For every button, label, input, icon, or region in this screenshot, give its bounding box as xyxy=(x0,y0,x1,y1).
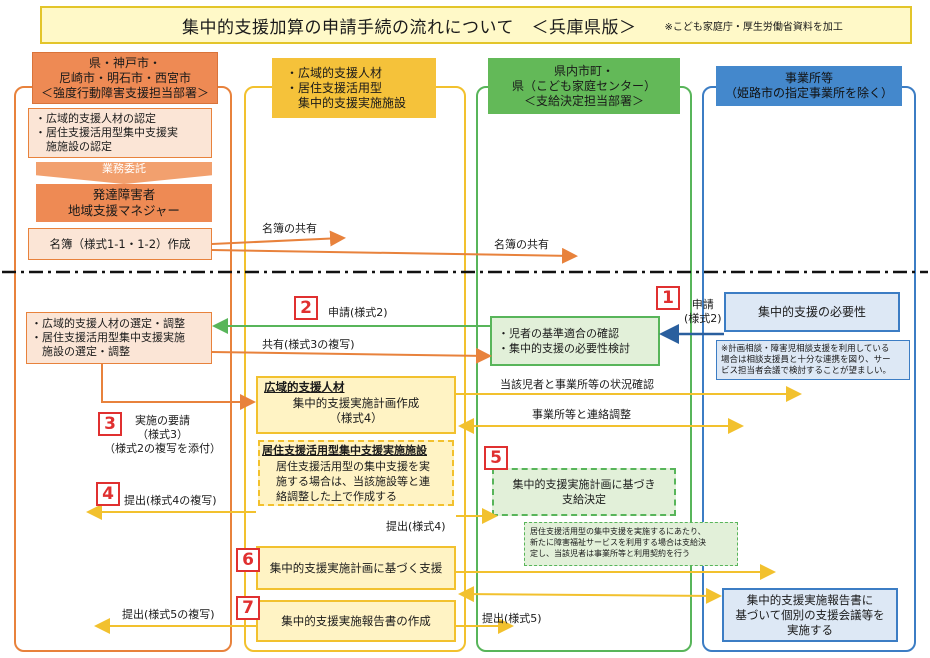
submit4copy-label: 提出(様式4の複写) xyxy=(124,494,217,507)
select-box: ・広域的支援人材の選定・調整 ・居住支援活用型集中支援実施 施設の選定・調整 xyxy=(26,312,212,364)
step-7-badge: 7 xyxy=(236,596,260,620)
lane-prefecture-header: 県・神戸市・ 尼崎市・明石市・西宮市 ＜強度行動障害支援担当部署＞ xyxy=(32,52,218,104)
step-1-badge: 1 xyxy=(656,286,680,310)
share-arrow-staff xyxy=(211,230,346,247)
submit4-label: 提出(様式4) xyxy=(386,520,446,533)
confirm-label: 当該児者と事業所等の状況確認 xyxy=(500,378,654,391)
request-label: 実施の要請 （様式3） （様式2の複写を添付） xyxy=(104,414,221,455)
outsource-label: 業務委託 xyxy=(102,161,146,175)
plan-body: 集中的支援実施計画作成 （様式4） xyxy=(292,396,420,425)
title-note: ※こども家庭庁・厚生労働省資料を加工 xyxy=(664,21,843,33)
lane-office-header: 事業所等 （姫路市の指定事業所を除く） xyxy=(716,66,902,106)
share2-label: 名簿の共有 xyxy=(494,238,549,251)
plan-box xyxy=(256,376,456,434)
diagram-title-box: 集中的支援加算の申請手続の流れについて ＜兵庫県版＞ ※こども家庭庁・厚生労働省… xyxy=(40,6,912,44)
decision-box: 集中的支援実施計画に基づき 支給決定 xyxy=(492,468,676,516)
request-arrow xyxy=(101,364,256,410)
need-box: 集中的支援の必要性 xyxy=(724,292,900,332)
report-box: 集中的支援実施報告書の作成 xyxy=(256,600,456,642)
manager-box: 発達障害者 地域支援マネジャー xyxy=(36,184,212,222)
share3-label: 共有(様式3の複写) xyxy=(262,338,355,351)
share1-label: 名簿の共有 xyxy=(262,222,317,235)
need-note: ※計画相談・障害児相談支援を利用している 場合は相談支援員と十分な連携を図り、サ… xyxy=(716,340,910,380)
share-arrow-municipality xyxy=(211,247,578,264)
facility-title: 居住支援活用型集中支援実施施設 xyxy=(262,444,427,457)
plan-title: 広域的支援人材 xyxy=(264,380,345,394)
check-box: ・児者の基準適合の確認 ・集中的支援の必要性検討 xyxy=(490,316,660,366)
step-2-badge: 2 xyxy=(294,296,318,320)
coordinate-label: 事業所等と連絡調整 xyxy=(532,408,631,421)
step-6-badge: 6 xyxy=(236,548,260,572)
support-meeting-arrow xyxy=(458,586,722,604)
roster-box: 名簿（様式1-1・1-2）作成 xyxy=(28,228,212,260)
apply-right-label: 申請 (様式2) xyxy=(684,298,722,325)
facility-body: 居住支援活用型の集中支援を実 施する場合は、当該施設等と連 絡調整した上で作成す… xyxy=(276,460,430,503)
lane-staff-header: ・広域的支援人材 ・居住支援活用型 集中的支援実施施設 xyxy=(272,58,436,118)
outsource-arrow xyxy=(36,162,212,184)
meeting-box: 集中的支援実施報告書に 基づいて個別の支援会議等を 実施する xyxy=(722,588,898,642)
share3-arrow xyxy=(211,347,492,364)
decision-note: 居住支援活用型の集中支援を実施するにあたり、 新たに障害福祉サービスを利用する場… xyxy=(524,522,738,566)
lane-municipality-header: 県内市町・ 県（こども家庭センター） ＜支給決定担当部署＞ xyxy=(488,58,680,114)
step-3-badge: 3 xyxy=(98,412,122,436)
submit5-label: 提出(様式5) xyxy=(482,612,542,625)
submit5copy-label: 提出(様式5の複写) xyxy=(122,608,215,621)
apply-label: 申請(様式2) xyxy=(328,306,388,319)
step-5-badge: 5 xyxy=(484,446,508,470)
facility-box xyxy=(258,440,454,506)
diagram-title: 集中的支援加算の申請手続の流れについて ＜兵庫県版＞ xyxy=(182,17,637,38)
certify-box: ・広域的支援人材の認定 ・居住支援活用型集中支援実 施施設の認定 xyxy=(28,108,212,158)
support-box: 集中的支援実施計画に基づく支援 xyxy=(256,546,456,590)
step-4-badge: 4 xyxy=(96,482,120,506)
